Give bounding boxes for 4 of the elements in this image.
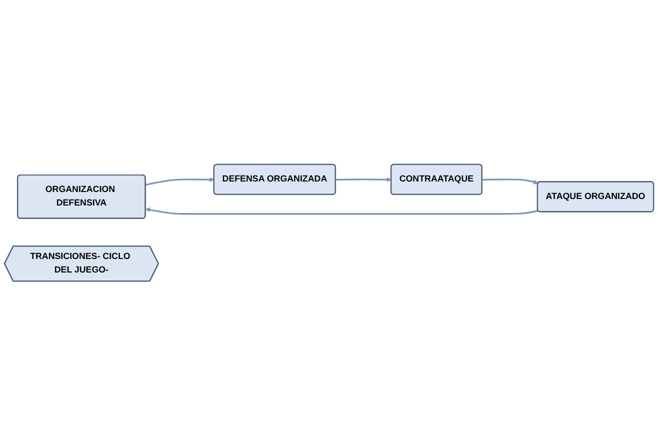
arrow — [145, 176, 214, 186]
arrow — [145, 207, 538, 214]
arrow — [336, 176, 392, 182]
arrow — [482, 178, 538, 184]
